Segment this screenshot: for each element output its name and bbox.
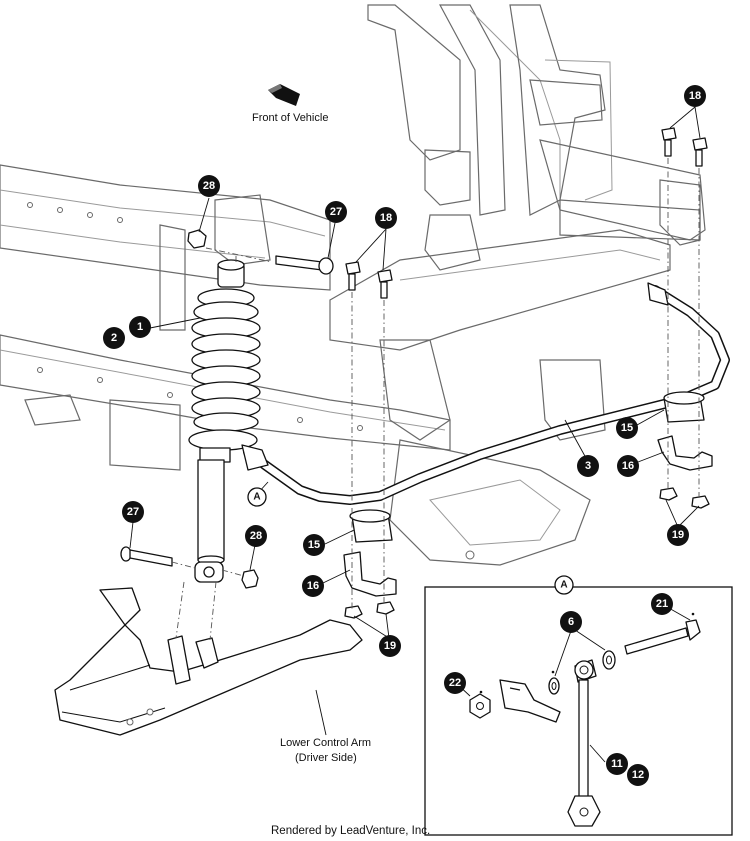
lower-control-arm-side-label: (Driver Side) xyxy=(295,752,357,764)
callout-16-right: 16 xyxy=(617,455,639,477)
callout-16-left: 16 xyxy=(302,575,324,597)
coil-over-shock xyxy=(188,259,261,583)
callout-12: 12 xyxy=(627,764,649,786)
detail-a-reference-marker: A xyxy=(247,487,267,507)
svg-text:22: 22 xyxy=(449,677,461,689)
callout-27-upper: 27 xyxy=(325,201,347,223)
upper-nut-28 xyxy=(187,229,207,249)
bolt-group-18 xyxy=(345,127,708,299)
svg-text:21: 21 xyxy=(656,598,668,610)
svg-text:18: 18 xyxy=(380,212,392,224)
callout-21: 21 xyxy=(651,593,673,615)
callout-18-center: 18 xyxy=(375,207,397,229)
bushing-left xyxy=(349,509,393,543)
bushing-right xyxy=(663,391,705,423)
svg-text:12: 12 xyxy=(632,769,644,781)
svg-text:19: 19 xyxy=(384,640,396,652)
callout-6: 6 xyxy=(560,611,582,633)
svg-text:28: 28 xyxy=(250,530,262,542)
footer-credit: Rendered by LeadVenture, Inc. xyxy=(271,825,430,837)
svg-text:11: 11 xyxy=(611,758,623,770)
svg-text:A: A xyxy=(253,492,260,503)
callout-15-left: 15 xyxy=(303,534,325,556)
callout-19-right: 19 xyxy=(667,524,689,546)
clamp-left xyxy=(343,551,397,597)
lower-nut-28 xyxy=(241,569,259,589)
svg-text:6: 6 xyxy=(568,616,574,628)
svg-text:2: 2 xyxy=(111,332,117,344)
svg-text:15: 15 xyxy=(308,539,320,551)
svg-text:A: A xyxy=(560,580,567,591)
callout-19-left: 19 xyxy=(379,635,401,657)
lower-bolt-27 xyxy=(120,546,173,567)
svg-text:15: 15 xyxy=(621,422,633,434)
assembly-centerlines xyxy=(171,158,700,641)
detail-a-title-marker: A xyxy=(554,575,574,595)
svg-text:27: 27 xyxy=(127,506,139,518)
callout-3: 3 xyxy=(577,455,599,477)
callout-27-lower: 27 xyxy=(122,501,144,523)
svg-text:1: 1 xyxy=(137,321,143,333)
svg-text:18: 18 xyxy=(689,90,701,102)
nut-group-19 xyxy=(344,487,710,619)
callout-15-right: 15 xyxy=(616,417,638,439)
svg-text:3: 3 xyxy=(585,460,591,472)
lower-control-arm xyxy=(54,587,363,736)
callout-28-lower: 28 xyxy=(245,525,267,547)
callout-22: 22 xyxy=(444,672,466,694)
callout-11: 11 xyxy=(606,753,628,775)
upper-bolt-27 xyxy=(275,255,334,275)
svg-text:28: 28 xyxy=(203,180,215,192)
callout-28-upper: 28 xyxy=(198,175,220,197)
lower-control-arm-label: Lower Control Arm xyxy=(280,737,371,749)
callout-1: 1 xyxy=(129,316,151,338)
svg-text:16: 16 xyxy=(622,460,634,472)
leader-lines xyxy=(129,106,701,736)
svg-text:27: 27 xyxy=(330,206,342,218)
svg-text:19: 19 xyxy=(672,529,684,541)
svg-text:16: 16 xyxy=(307,580,319,592)
clamp-right xyxy=(657,435,713,471)
callout-18-right: 18 xyxy=(684,85,706,107)
sway-bar xyxy=(241,282,730,505)
front-of-vehicle-label: Front of Vehicle xyxy=(252,112,328,124)
direction-arrow-icon xyxy=(268,84,300,106)
callout-2: 2 xyxy=(103,327,125,349)
